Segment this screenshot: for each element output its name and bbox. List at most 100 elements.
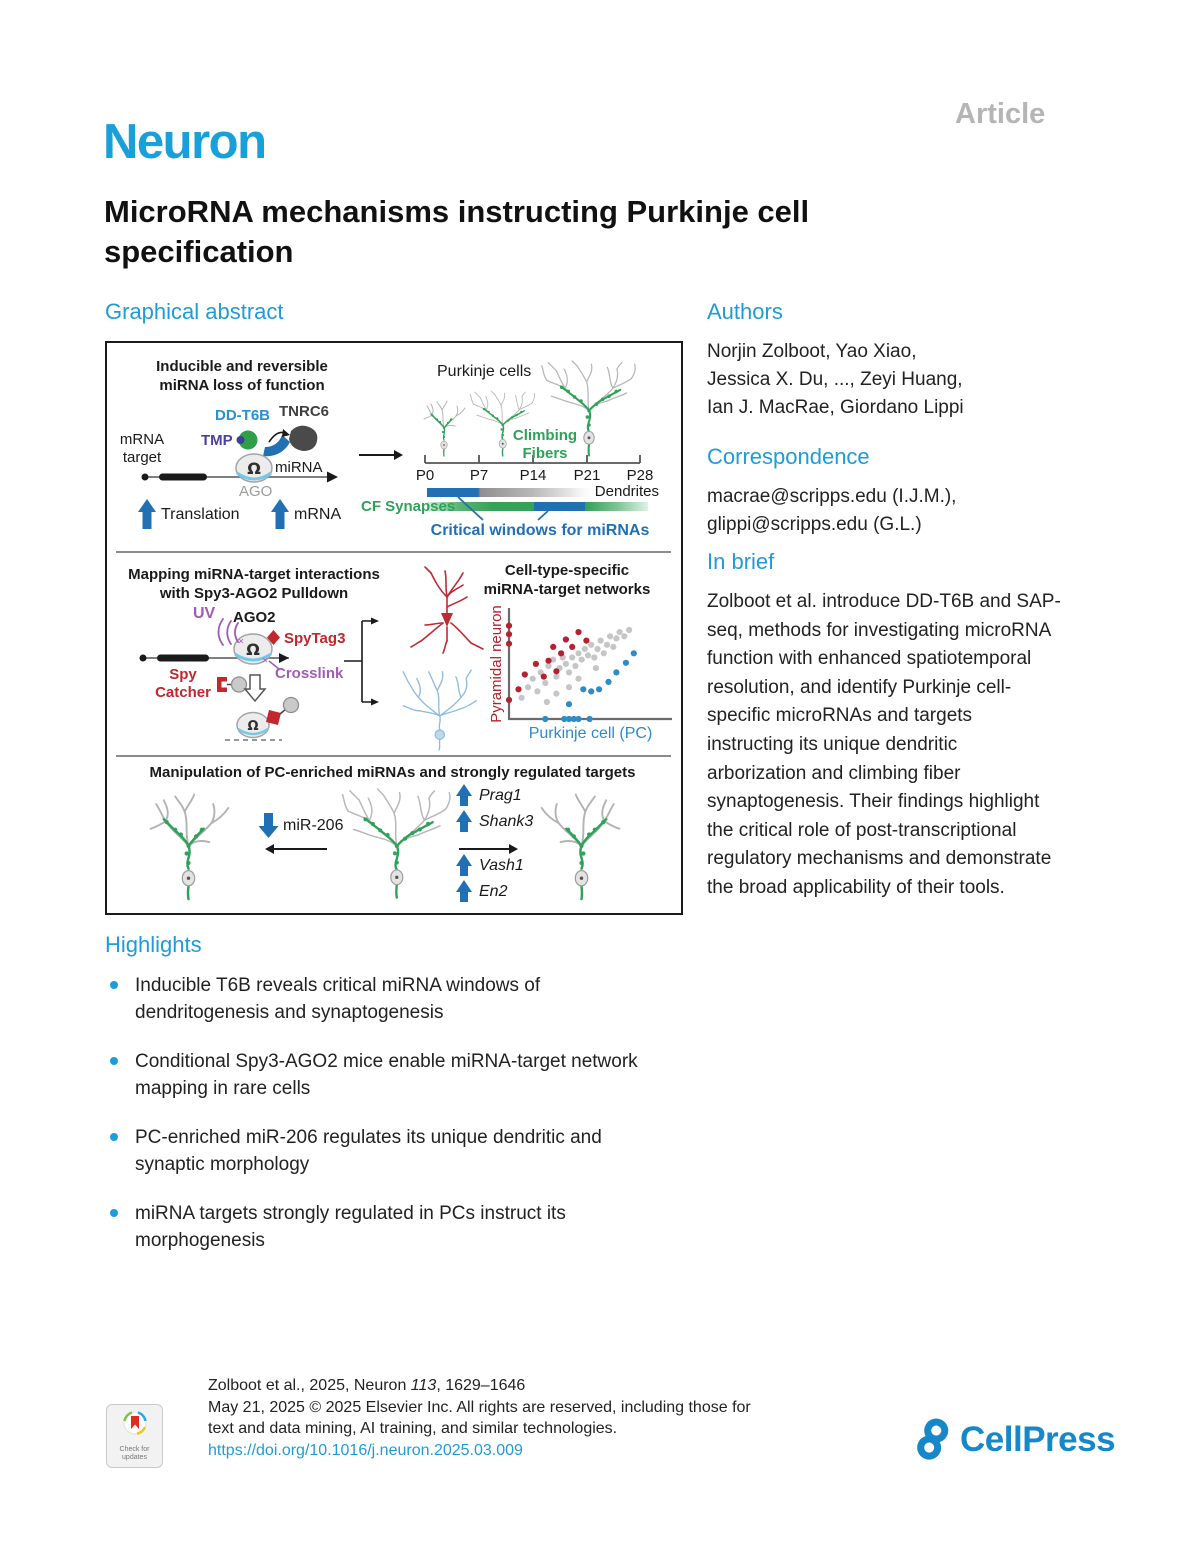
- dendrites-label: Dendrites: [594, 483, 659, 500]
- wildtype-neuron-icon: [341, 787, 452, 899]
- network-title: Cell-type-specific miRNA-target networks: [483, 562, 651, 598]
- t6b-wedge-icon: [263, 435, 290, 457]
- tmp-label: TMP: [201, 432, 233, 449]
- check-updates-icon: [122, 1411, 147, 1435]
- highlight-item: PC-enriched miR-206 regulates its unique…: [107, 1124, 692, 1178]
- check-for-updates-badge[interactable]: Check for updates: [106, 1404, 163, 1468]
- purkinje-cells-label: Purkinje cells: [437, 363, 532, 380]
- highlight-text: Conditional Spy3-AGO2 mice enable miRNA-…: [135, 1051, 638, 1099]
- ago2-label: AGO2: [233, 609, 276, 626]
- panel3-title: Manipulation of PC-enriched miRNAs and s…: [149, 764, 636, 781]
- dendrites-window-bar: [427, 488, 640, 497]
- spytag3-label: SpyTag3: [284, 630, 346, 647]
- svg-text:Ω: Ω: [246, 640, 260, 659]
- uv-rays-icon: [217, 618, 239, 646]
- prag1-up-arrow-icon: [456, 784, 472, 806]
- cellpress-mark-icon: [917, 1418, 949, 1460]
- correspondence-emails: macrae@scripps.edu (I.J.M.), glippi@scri…: [707, 486, 957, 535]
- highlight-item: Conditional Spy3-AGO2 mice enable miRNA-…: [107, 1048, 692, 1102]
- shank3-up-arrow-icon: [456, 810, 472, 832]
- vash1-up-arrow-icon: [456, 854, 472, 876]
- highlight-item: miRNA targets strongly regulated in PCs …: [107, 1200, 692, 1254]
- tnrc6-label: TNRC6: [279, 403, 330, 420]
- cellpress-wordmark: CellPress: [960, 1420, 1116, 1459]
- authors-list: Norjin Zolboot, Yao Xiao, Jessica X. Du,…: [707, 341, 964, 418]
- en2-up-arrow-icon: [456, 880, 472, 902]
- spycatcher-clamp-icon: [217, 677, 227, 692]
- svg-text:Ω: Ω: [247, 459, 261, 478]
- panel1-title: Inducible and reversible miRNA loss of f…: [156, 358, 328, 394]
- spycatcher-label: Spy Catcher: [155, 666, 211, 701]
- correspondence-heading: Correspondence: [707, 444, 870, 469]
- mir206-down-arrow-icon: [258, 813, 279, 838]
- ga-panel-mir206: Manipulation of PC-enriched miRNAs and s…: [107, 757, 680, 912]
- ago-label: AGO: [239, 483, 273, 500]
- bullet-icon: [110, 981, 118, 989]
- cf-critical-window-segment: [534, 502, 585, 511]
- mir206-label: miR-206: [283, 817, 344, 834]
- en2-label: En2: [479, 883, 508, 900]
- graphical-abstract-heading: Graphical abstract: [105, 299, 284, 324]
- highlight-text: PC-enriched miR-206 regulates its unique…: [135, 1127, 602, 1175]
- cellpress-logo: CellPress: [912, 1418, 1116, 1462]
- translation-up-arrow-icon: [138, 499, 156, 529]
- authors-heading: Authors: [707, 299, 783, 324]
- shank3-label: Shank3: [479, 813, 534, 830]
- scatter-x-label: Purkinje cell (PC): [528, 725, 653, 742]
- graphical-abstract-figure: Ω: [105, 341, 683, 915]
- mirna-label: miRNA: [275, 459, 323, 476]
- mir206-knockdown-neuron-icon: [149, 793, 230, 901]
- uv-label: UV: [193, 605, 216, 622]
- crosslink-label: Crosslink: [275, 665, 344, 682]
- tmp-molecule-icon: [236, 436, 245, 444]
- sap-seq-diagram: Ω ✕ ✕: [139, 566, 672, 751]
- svg-text:Ω: Ω: [247, 719, 258, 734]
- article-type-label: Article: [955, 98, 1046, 130]
- tnrc6-blob-icon: [289, 425, 318, 451]
- cf-synapses-label: CF Synapses: [361, 498, 456, 515]
- in-brief-heading: In brief: [707, 549, 775, 574]
- citation-line: Zolboot et al., 2025, Neuron 113, 1629–1…: [208, 1377, 526, 1394]
- mrna-up-arrow-icon: [271, 499, 289, 529]
- vash1-label: Vash1: [479, 857, 524, 874]
- mrna-up-label: mRNA: [294, 506, 342, 523]
- purkinje-cell-blue-icon: [402, 669, 477, 751]
- pulldown-arrow-icon: [243, 674, 267, 703]
- in-brief-text: Zolboot et al. introduce DD-T6B and SAP-…: [707, 591, 1061, 898]
- svg-text:✕: ✕: [262, 656, 269, 665]
- translation-label: Translation: [161, 506, 240, 523]
- purkinje-p0-neuron-icon: [423, 400, 466, 457]
- ga-panel-sap-seq: Ω ✕ ✕: [107, 553, 680, 755]
- scatter-y-label: Pyramidal neuron: [488, 605, 505, 723]
- target-overexpression-neuron-icon: [540, 793, 621, 901]
- mirna-loss-diagram: Ω: [138, 359, 648, 529]
- timeline-p21: P21: [573, 467, 601, 484]
- mir206-manipulation-diagram: [149, 784, 621, 902]
- panel2-title: Mapping miRNA-target interactions with S…: [128, 566, 380, 602]
- journal-logo: Neuron: [103, 115, 267, 169]
- mirna-target-scatter-dots: [505, 622, 637, 723]
- critical-windows-label: Critical windows for miRNAs: [430, 522, 650, 539]
- panel-divider-1: [116, 551, 671, 553]
- climbing-fibers-label: Climbing Fibers: [512, 427, 578, 462]
- highlight-item: Inducible T6B reveals critical miRNA win…: [107, 972, 692, 1026]
- dd-t6b-molecule-icon: [238, 430, 258, 450]
- doi-link[interactable]: https://doi.org/10.1016/j.neuron.2025.03…: [208, 1441, 523, 1459]
- timeline-p7: P7: [469, 467, 489, 484]
- timeline-p28: P28: [626, 467, 654, 484]
- rights-statement: May 21, 2025 © 2025 Elsevier Inc. All ri…: [208, 1398, 751, 1438]
- bullet-icon: [110, 1133, 118, 1141]
- ga-panel-mirna-loss: Ω: [107, 343, 680, 551]
- bullet-icon: [110, 1209, 118, 1217]
- panel-divider-2: [116, 755, 671, 757]
- spytag3-diamond-icon: [267, 630, 280, 645]
- timeline-p14: P14: [519, 467, 547, 484]
- highlight-text: Inducible T6B reveals critical miRNA win…: [135, 975, 541, 1023]
- highlights-heading: Highlights: [105, 932, 202, 957]
- prag1-label: Prag1: [479, 787, 522, 804]
- timeline-p0: P0: [415, 467, 435, 484]
- dd-t6b-label: DD-T6B: [215, 407, 270, 424]
- highlight-text: miRNA targets strongly regulated in PCs …: [135, 1203, 566, 1251]
- mrna-target-label: mRNA target: [119, 431, 165, 466]
